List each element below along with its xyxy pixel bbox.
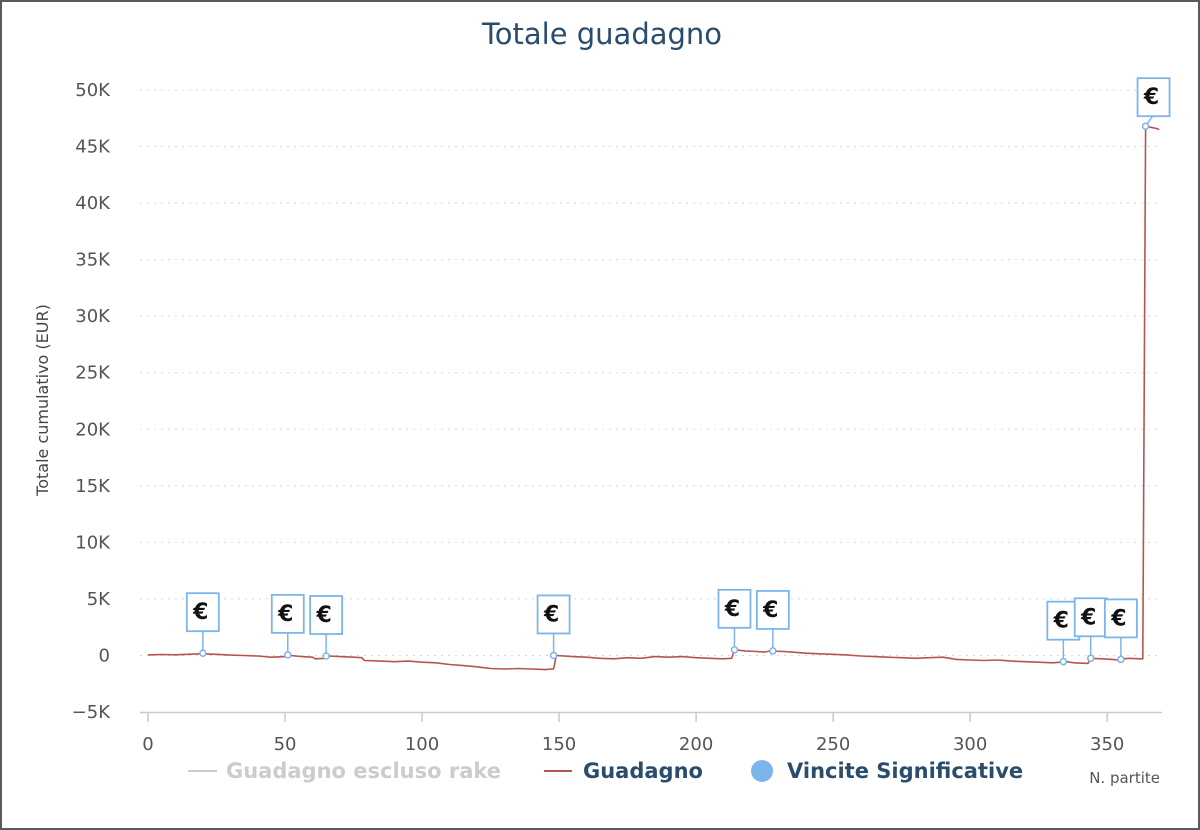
y-tick-label: 5K: [87, 589, 111, 610]
significant-win-marker[interactable]: €: [1073, 597, 1108, 663]
marker-flag-label: €: [1080, 605, 1096, 630]
marker-flag-box: [270, 593, 305, 634]
marker-flag-label: €: [1110, 606, 1126, 631]
x-tick-label: 100: [405, 734, 439, 755]
marker-flag-label: €: [315, 603, 331, 628]
x-tick-label: 50: [274, 734, 297, 755]
marker-flag-label: €: [724, 597, 740, 622]
significant-win-marker[interactable]: €: [717, 588, 752, 654]
significant-win-marker[interactable]: €: [1103, 598, 1138, 664]
significant-win-marker[interactable]: €: [270, 593, 305, 659]
marker-flag-label: €: [762, 598, 778, 623]
legend: Guadagno escluso rake Guadagno Vincite Sig…: [188, 759, 1023, 783]
x-tick-label: 200: [679, 734, 713, 755]
series-layer: [147, 125, 1160, 671]
y-tick-label: 30K: [75, 306, 111, 327]
marker-flag-box: [1073, 597, 1108, 638]
marker-flag-label: €: [192, 600, 208, 625]
y-axis-label: Totale cumulativo (EUR): [33, 304, 52, 497]
legend-label: Guadagno: [583, 759, 703, 783]
y-tick-label: 10K: [75, 532, 111, 553]
y-tick-label: 20K: [75, 419, 111, 440]
y-tick-label: −5K: [72, 702, 112, 723]
legend-label: Vincite Significative: [787, 759, 1023, 783]
chart-title: Totale guadagno: [481, 17, 722, 51]
y-tick-label: 35K: [75, 250, 111, 271]
marker-point: [769, 647, 777, 655]
marker-flag-label: €: [543, 602, 559, 627]
marker-flag-box: [536, 594, 571, 635]
y-axis-ticks: 50K 45K 40K 35K 30K 25K 20K 15K 10K 5K 0 −5K: [72, 80, 112, 723]
significant-win-marker[interactable]: €: [309, 595, 344, 660]
marker-flag-box: [755, 590, 790, 630]
y-tick-label: 40K: [75, 193, 111, 214]
marker-point: [322, 652, 330, 660]
y-tick-label: 45K: [75, 137, 111, 158]
legend-item-guadagno[interactable]: Guadagno: [544, 759, 703, 783]
significant-win-marker[interactable]: €: [185, 592, 220, 657]
x-tick-label: 150: [542, 734, 576, 755]
marker-flag-box: [717, 588, 752, 629]
y-tick-label: 50K: [75, 80, 111, 101]
significant-win-marker[interactable]: €: [1136, 77, 1171, 130]
marker-point: [549, 651, 558, 660]
legend-item-guadagno-escluso-rake[interactable]: Guadagno escluso rake: [188, 759, 501, 783]
markers-layer: € € € € € € € € € €: [185, 77, 1171, 666]
legend-circle-symbol: [751, 760, 773, 782]
marker-point: [284, 651, 292, 659]
marker-flag-box: [185, 592, 220, 633]
legend-label: Guadagno escluso rake: [226, 759, 501, 783]
marker-flag-box: [1136, 77, 1171, 118]
x-tick-label: 300: [953, 734, 987, 755]
marker-flag-label: €: [1143, 85, 1159, 110]
marker-point: [199, 649, 207, 657]
x-axis-label: N. partite: [1089, 769, 1160, 787]
marker-point: [1141, 122, 1150, 130]
marker-flag-box: [1103, 598, 1138, 639]
y-tick-label: 15K: [75, 476, 111, 497]
grid-lines: [140, 89, 1162, 656]
marker-flag-label: €: [1053, 609, 1069, 634]
x-axis-ticks: 0 50 100 150 200 250 300 350: [142, 712, 1124, 755]
y-tick-label: 0: [99, 645, 110, 666]
marker-point: [730, 646, 739, 654]
x-tick-label: 350: [1090, 734, 1124, 755]
marker-point: [1086, 654, 1095, 663]
legend-item-vincite-significative[interactable]: Vincite Significative: [751, 759, 1023, 783]
x-tick-label: 0: [142, 734, 153, 755]
significant-win-marker[interactable]: €: [755, 590, 790, 655]
y-tick-label: 25K: [75, 363, 111, 384]
marker-point: [1059, 657, 1068, 666]
significant-win-marker[interactable]: €: [536, 594, 571, 660]
marker-flag-label: €: [277, 602, 293, 627]
marker-flag-box: [309, 595, 344, 635]
series-line-guadagno: [147, 125, 1160, 671]
x-tick-label: 250: [816, 734, 850, 755]
marker-point: [1117, 655, 1125, 664]
